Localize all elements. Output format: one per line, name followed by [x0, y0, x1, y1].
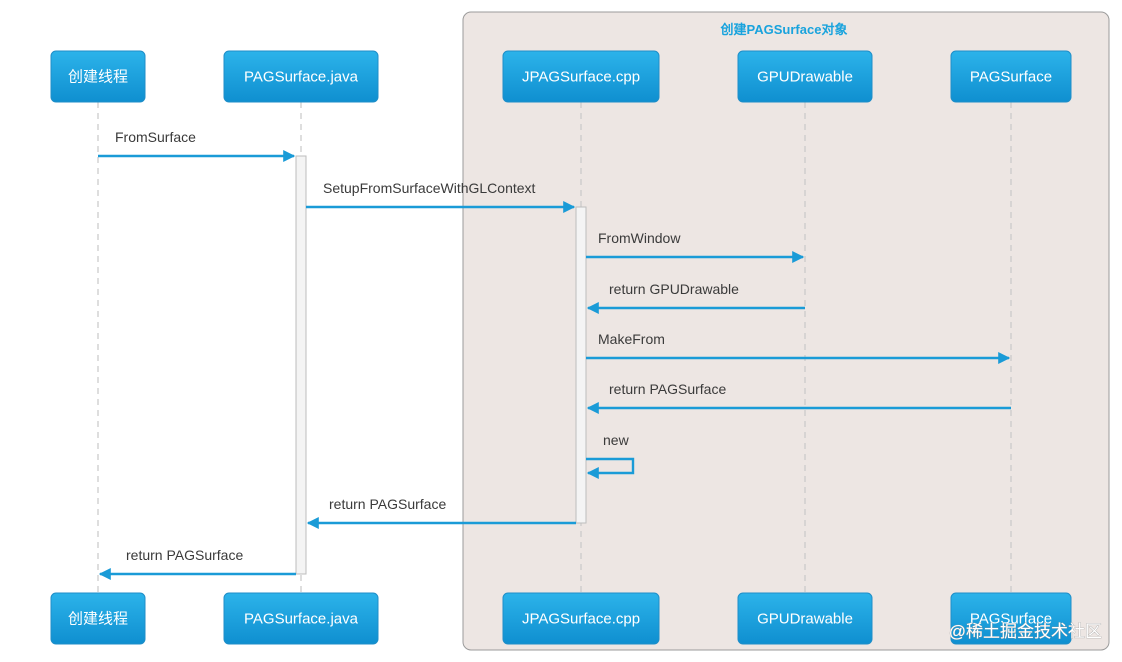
participant-box-surface-bottom	[950, 592, 1072, 645]
message-label-6: new	[603, 432, 630, 448]
message-label-5: return PAGSurface	[609, 381, 726, 397]
participant-box-jni-top	[502, 50, 660, 103]
participant-label-jni-bottom: JPAGSurface.cpp	[522, 611, 640, 628]
participant-label-surface-top: PAGSurface	[970, 69, 1052, 86]
participant-box-gpu-bottom	[737, 592, 873, 645]
participant-box-gpu-top	[737, 50, 873, 103]
participant-label-thread-bottom: 创建线程	[68, 611, 128, 628]
message-label-7: return PAGSurface	[329, 496, 446, 512]
participant-box-jni-bottom	[502, 592, 660, 645]
participants-bottom: 创建线程 PAGSurface.java JPAGSurface.cpp GPUDra…	[50, 592, 1072, 645]
participant-box-thread-bottom	[50, 592, 146, 645]
message-label-1: SetupFromSurfaceWithGLContext	[323, 180, 536, 196]
messages: FromSurfaceSetupFromSurfaceWithGLContext…	[98, 129, 1011, 580]
participant-label-java-top: PAGSurface.java	[244, 69, 359, 86]
participant-label-surface-bottom: PAGSurface	[970, 611, 1052, 628]
participant-label-thread-top: 创建线程	[68, 69, 128, 86]
message-label-2: FromWindow	[598, 230, 681, 246]
participant-label-java-bottom: PAGSurface.java	[244, 611, 359, 628]
participant-box-surface-top	[950, 50, 1072, 103]
participant-box-thread-top	[50, 50, 146, 103]
participant-label-jni-top: JPAGSurface.cpp	[522, 69, 640, 86]
message-label-8: return PAGSurface	[126, 547, 243, 563]
activation-bar-pagsurface-java	[295, 155, 307, 575]
participants-top: 创建线程 PAGSurface.java JPAGSurface.cpp GPUDra…	[50, 50, 1072, 103]
message-label-4: MakeFrom	[598, 331, 665, 347]
group-frame	[462, 11, 1110, 651]
participant-box-java-top	[223, 50, 379, 103]
message-arrow-6	[586, 457, 635, 479]
participant-label-gpu-bottom: GPUDrawable	[757, 611, 853, 628]
watermark-text: @稀土掘金技术社区	[949, 622, 1102, 641]
participant-label-gpu-top: GPUDrawable	[757, 69, 853, 86]
activation-bar-jpagsurface-cpp	[575, 206, 587, 524]
participant-box-java-bottom	[223, 592, 379, 645]
message-label-0: FromSurface	[115, 129, 196, 145]
group-title: 创建PAGSurface对象	[720, 22, 848, 37]
message-label-3: return GPUDrawable	[609, 281, 739, 297]
